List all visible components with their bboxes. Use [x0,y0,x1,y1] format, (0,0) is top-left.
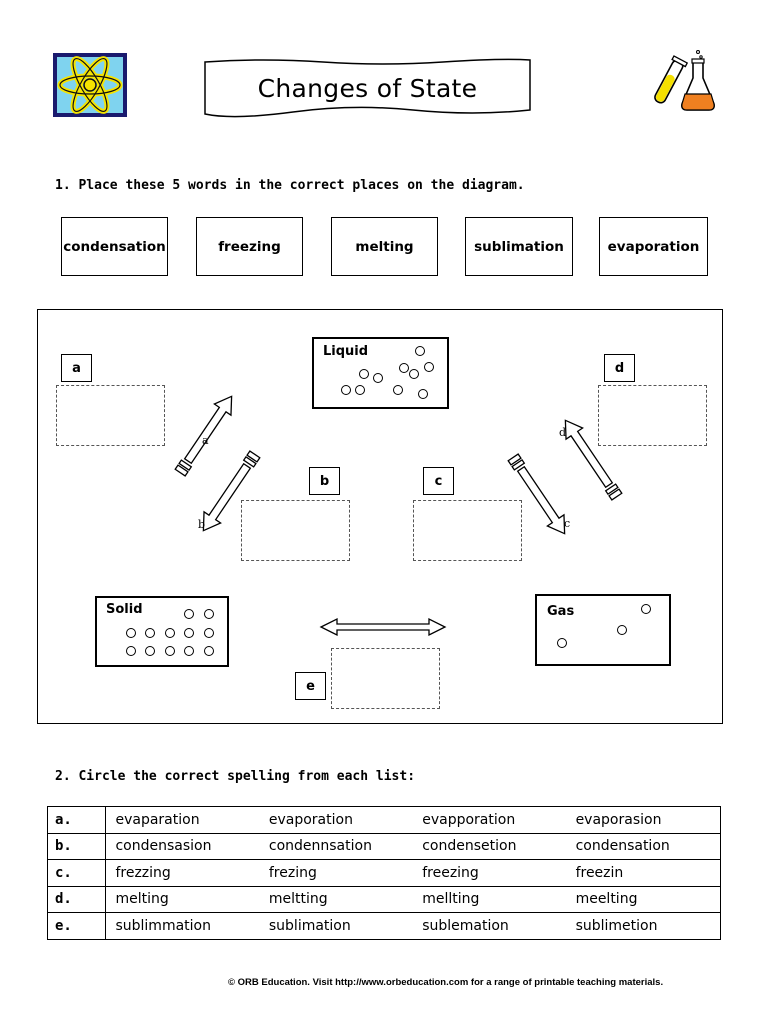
page-title: Changes of State [257,73,478,103]
states-diagram: a b c d a d b c e Liquid Solid [37,309,723,724]
particle [145,628,155,638]
answer-box-b[interactable] [241,500,350,561]
arrow-c-icon [516,465,566,535]
particle [184,628,194,638]
particle [617,625,627,635]
word-box-sublimation: sublimation [465,217,573,276]
spelling-option[interactable]: freezing [413,859,567,887]
spelling-option[interactable]: evapporation [413,806,567,834]
row-letter: b. [46,832,107,860]
answer-box-e[interactable] [331,648,440,709]
particle [399,363,409,373]
particle [393,385,403,395]
box-label-d: d [604,354,635,382]
spelling-option[interactable]: evaparation [105,806,260,834]
particle [184,609,194,619]
particle [145,646,155,656]
particle [204,609,214,619]
particle [184,646,194,656]
arrow-label-b: b [198,518,205,531]
row-letter: d. [46,885,107,913]
particle [373,373,383,383]
spelling-option[interactable]: sublimetion [566,912,721,940]
box-label-a: a [61,354,92,382]
gas-label: Gas [547,604,575,619]
arrow-b-icon [202,462,252,532]
liquid-label: Liquid [323,344,369,359]
word-box-freezing: freezing [196,217,303,276]
spelling-option[interactable]: frezing [259,859,414,887]
spelling-option[interactable]: condensasion [105,832,260,860]
particle [341,385,351,395]
particle [126,646,136,656]
arrow-e-icon [319,617,447,637]
spelling-option[interactable]: evaporasion [566,806,721,834]
word-box-condensation: condensation [61,217,168,276]
particle [355,385,365,395]
spelling-option[interactable]: sublemation [413,912,567,940]
arrow-label-d: d [559,426,566,439]
word-box-melting: melting [331,217,438,276]
particle [165,628,175,638]
arrows-layer: a b c d [174,395,623,637]
solid-label: Solid [106,602,143,617]
particle [359,369,369,379]
footer-copyright: © ORB Education. Visit http://www.orbedu… [228,977,664,988]
lab-glassware-icon [647,48,717,116]
atom-icon [53,53,127,117]
spelling-option[interactable]: sublimmation [105,912,260,940]
answer-box-c[interactable] [413,500,522,561]
particle [409,369,419,379]
box-label-e: e [295,672,326,700]
row-letter: c. [46,859,107,887]
arrow-d-icon [564,419,614,489]
spelling-option[interactable]: evaporation [259,806,414,834]
particle [204,646,214,656]
gas-box: Gas [535,594,671,666]
row-letter: e. [46,912,107,940]
box-label-b: b [309,467,340,495]
title-banner: Changes of State [203,58,532,118]
question-2: 2. Circle the correct spelling from each… [55,769,416,784]
spelling-option[interactable]: meltting [259,885,414,913]
particle [424,362,434,372]
spelling-option[interactable]: condennsation [259,832,414,860]
particle [126,628,136,638]
answer-box-a[interactable] [56,385,165,446]
particle [641,604,651,614]
spelling-option[interactable]: frezzing [105,859,260,887]
spelling-option[interactable]: melting [105,885,260,913]
row-letter: a. [46,806,107,834]
word-box-evaporation: evaporation [599,217,708,276]
particle [418,389,428,399]
spelling-option[interactable]: condensation [566,832,721,860]
spelling-option[interactable]: mellting [413,885,567,913]
liquid-box: Liquid [312,337,449,409]
answer-box-d[interactable] [598,385,707,446]
spelling-option[interactable]: freezin [566,859,721,887]
particle [204,628,214,638]
arrow-a-icon [183,395,233,465]
solid-box: Solid [95,596,229,667]
arrow-label-c: c [564,517,570,530]
spelling-option[interactable]: meelting [566,885,721,913]
particle [557,638,567,648]
spelling-option[interactable]: sublimation [259,912,414,940]
question-1: 1. Place these 5 words in the correct pl… [55,178,525,193]
box-label-c: c [423,467,454,495]
spelling-option[interactable]: condensetion [413,832,567,860]
particle [415,346,425,356]
particle [165,646,175,656]
arrow-label-a: a [202,434,209,447]
